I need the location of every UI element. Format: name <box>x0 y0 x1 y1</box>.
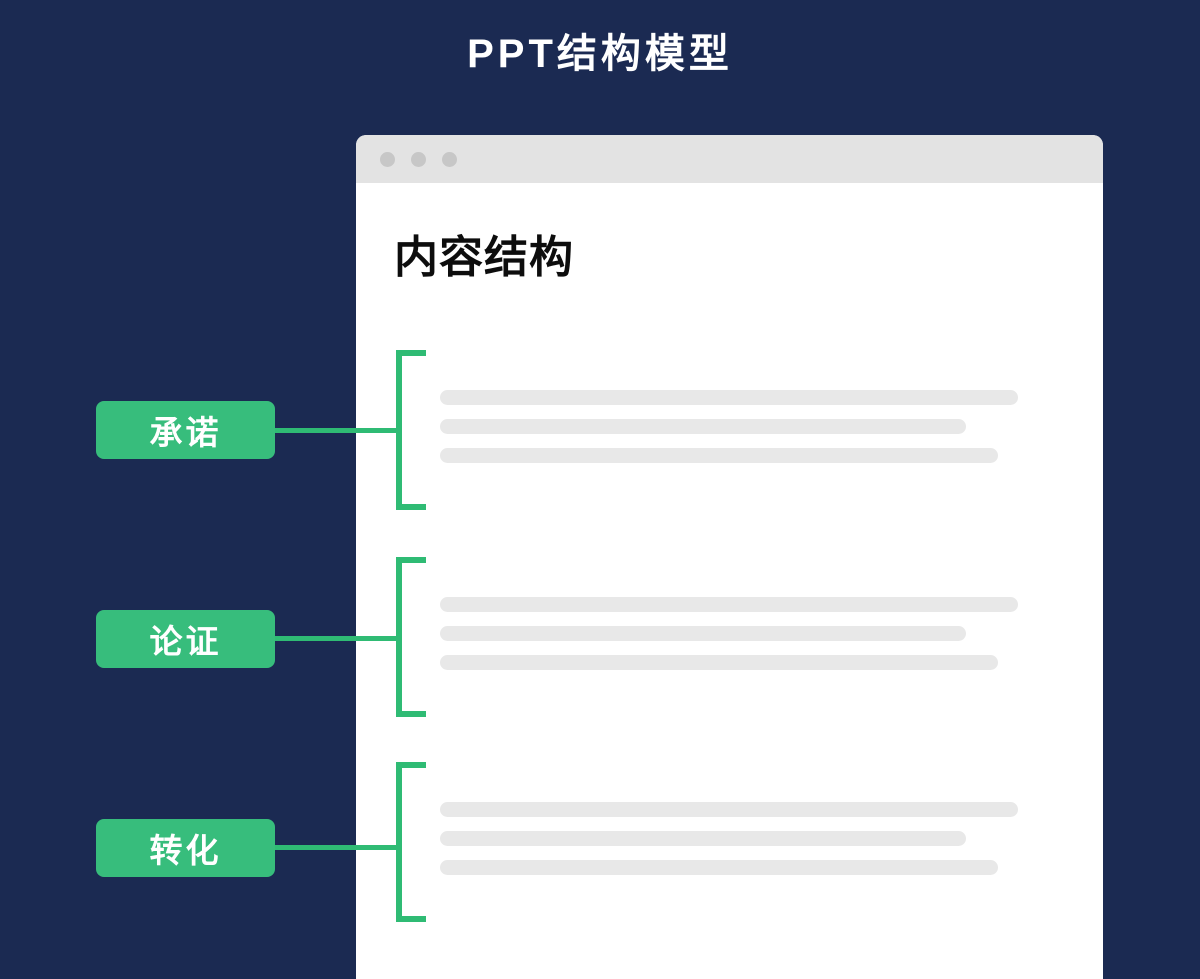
content-bar <box>440 448 998 463</box>
connector-line <box>270 845 402 850</box>
connector-line <box>270 636 402 641</box>
content-bar <box>440 626 966 641</box>
content-bar <box>440 597 1018 612</box>
window-dot-2-icon[interactable] <box>411 152 426 167</box>
content-bar <box>440 390 1018 405</box>
stage-badge-conversion[interactable]: 转化 <box>96 819 275 877</box>
window-dots <box>380 152 457 167</box>
slide-card: 内容结构 <box>356 135 1103 979</box>
connector-line <box>270 428 402 433</box>
content-bar <box>440 419 966 434</box>
content-bar <box>440 802 1018 817</box>
card-heading: 内容结构 <box>394 233 574 282</box>
page-title: PPT结构模型 <box>467 32 733 76</box>
content-bar <box>440 655 998 670</box>
content-bar-group <box>440 802 1018 875</box>
content-bar-group <box>440 597 1018 670</box>
stage-badge-argument[interactable]: 论证 <box>96 610 275 668</box>
content-bar <box>440 860 998 875</box>
stage-badge-promise[interactable]: 承诺 <box>96 401 275 459</box>
window-dot-3-icon[interactable] <box>442 152 457 167</box>
card-titlebar <box>356 135 1103 183</box>
window-dot-1-icon[interactable] <box>380 152 395 167</box>
content-bar <box>440 831 966 846</box>
content-bar-group <box>440 390 1018 463</box>
